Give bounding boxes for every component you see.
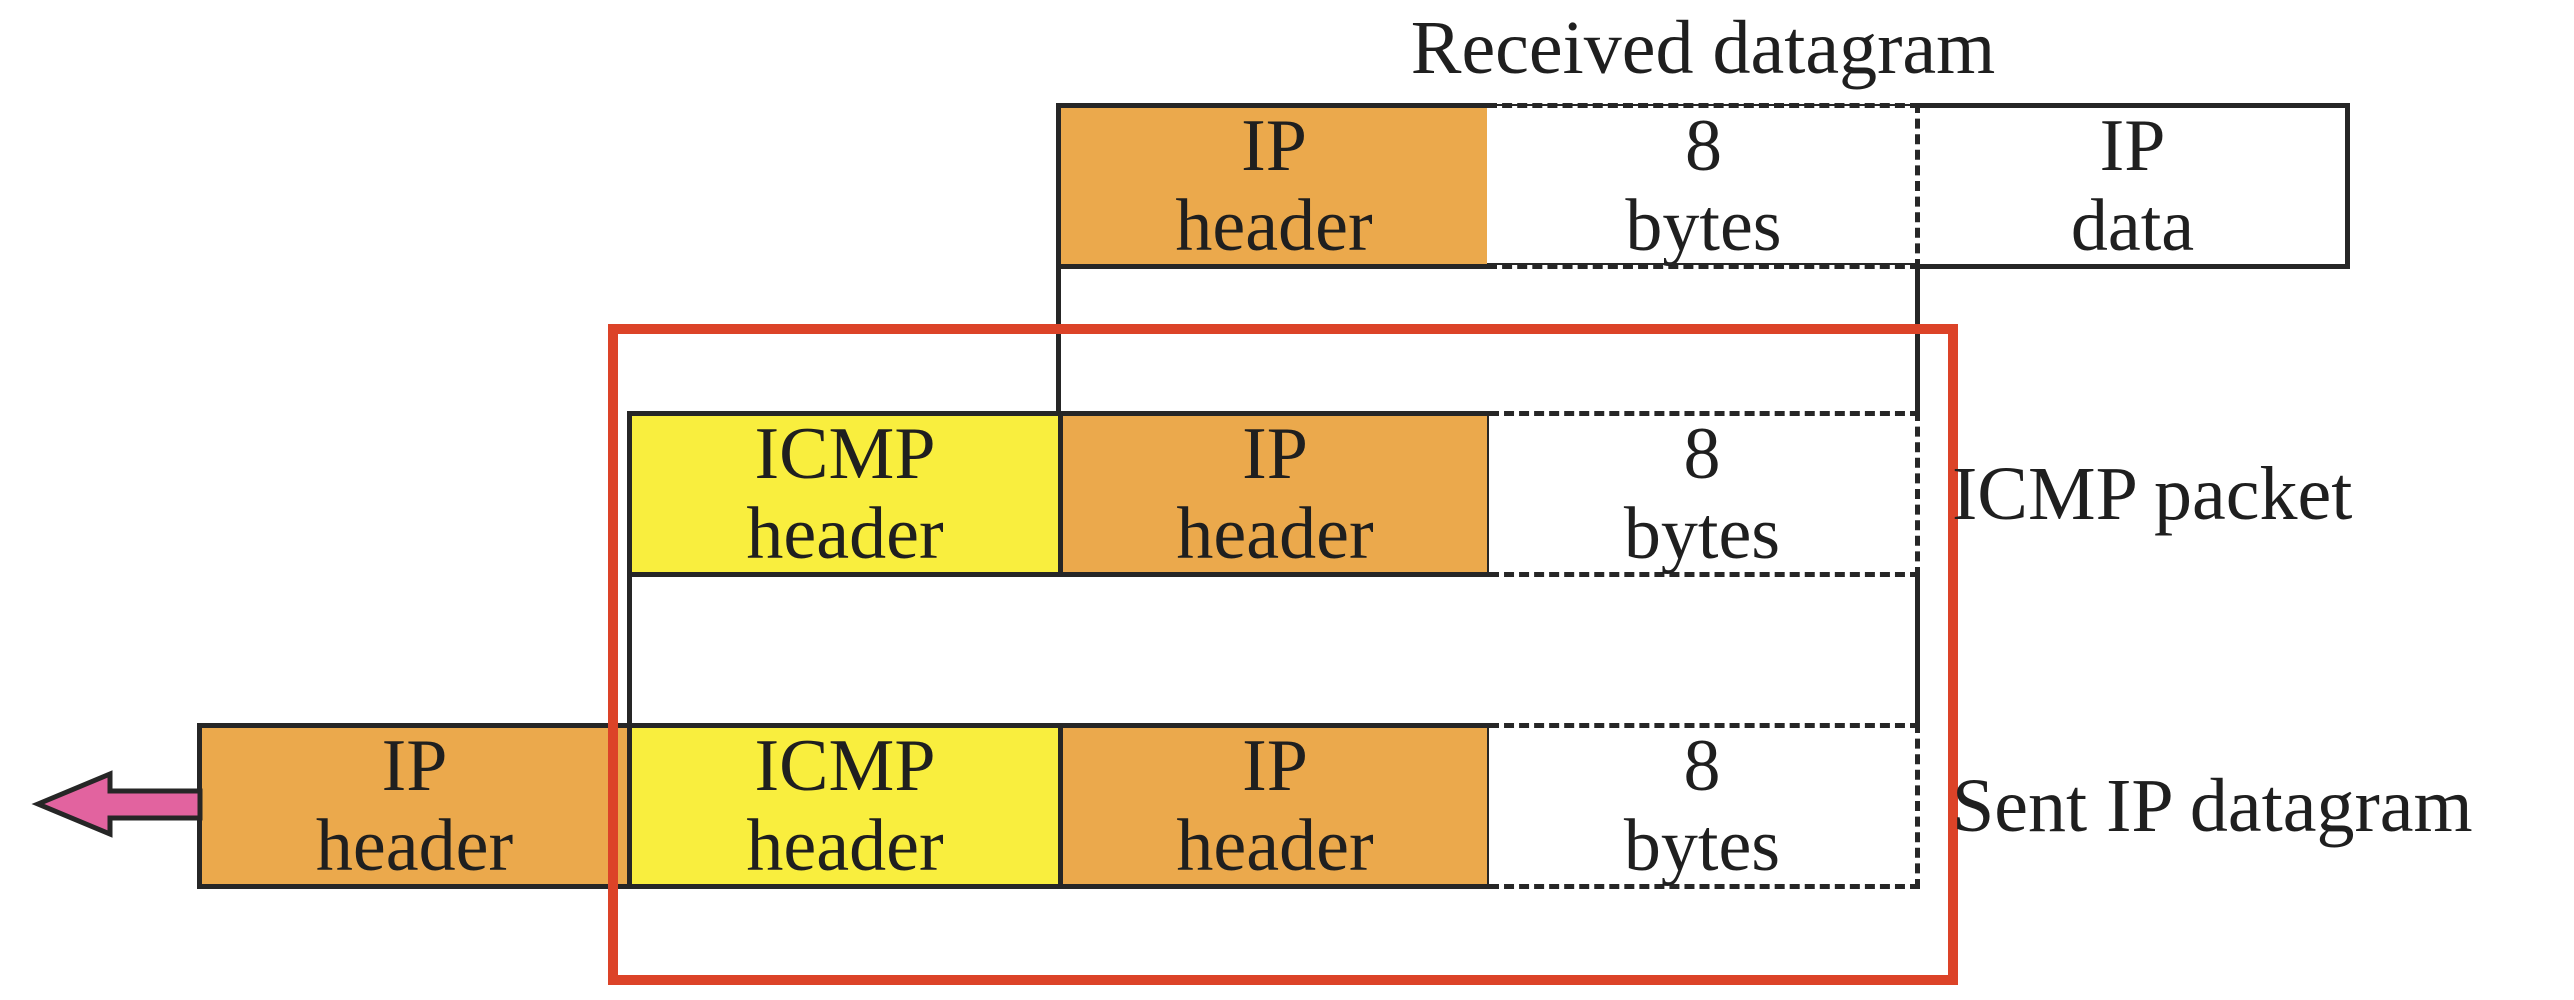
cell-text: ICMP bbox=[754, 413, 936, 495]
cell-text: header bbox=[315, 805, 514, 887]
cell-text: bytes bbox=[1623, 805, 1781, 887]
cell-text: 8 bbox=[1683, 413, 1721, 495]
received-8bytes-cell: 8 bytes bbox=[1487, 103, 1920, 269]
cell-text: bytes bbox=[1625, 185, 1782, 267]
sent-icmp-header-cell: ICMP header bbox=[627, 723, 1063, 889]
sent-outer-ip-header-cell: IP header bbox=[197, 723, 632, 889]
dashed-separator-line bbox=[1915, 103, 1920, 269]
connector-line bbox=[1487, 104, 1920, 106]
cell-text: header bbox=[1176, 805, 1374, 887]
cell-text: IP bbox=[1242, 413, 1308, 495]
connector-line bbox=[1915, 267, 1920, 414]
cell-text: header bbox=[746, 493, 944, 575]
cell-text: bytes bbox=[1623, 493, 1781, 575]
sent-8bytes-cell: 8 bytes bbox=[1489, 723, 1920, 889]
icmp-ip-header-cell: IP header bbox=[1058, 411, 1492, 577]
connector-line bbox=[1487, 263, 1920, 265]
left-send-arrow-icon bbox=[31, 770, 203, 838]
cell-text: IP bbox=[1241, 105, 1307, 187]
cell-text: IP bbox=[2099, 105, 2166, 187]
connector-line bbox=[1915, 575, 1920, 725]
cell-text: 8 bbox=[1685, 105, 1722, 187]
connector-line bbox=[1056, 267, 1061, 414]
received-ip-header-cell: IP header bbox=[1056, 103, 1492, 269]
sent-ip-datagram-label: Sent IP datagram bbox=[1952, 763, 2473, 848]
cell-text: 8 bbox=[1683, 725, 1721, 807]
cell-text: header bbox=[1176, 493, 1374, 575]
icmp-packet-label: ICMP packet bbox=[1952, 451, 2353, 536]
sent-inner-ip-header-cell: IP header bbox=[1058, 723, 1492, 889]
icmp-scope-highlight-box bbox=[608, 324, 1958, 985]
cell-text: IP bbox=[381, 725, 448, 807]
connector-line bbox=[627, 575, 632, 725]
cell-text: ICMP bbox=[754, 725, 936, 807]
icmp-8bytes-cell: 8 bytes bbox=[1489, 411, 1920, 577]
icmp-header-cell: ICMP header bbox=[627, 411, 1063, 577]
cell-text: data bbox=[2070, 185, 2195, 267]
cell-text: header bbox=[746, 805, 944, 887]
received-datagram-title: Received datagram bbox=[1410, 5, 1996, 90]
cell-text: header bbox=[1175, 185, 1373, 267]
cell-text: IP bbox=[1242, 725, 1308, 807]
received-ip-data-cell: IP data bbox=[1920, 103, 2350, 269]
